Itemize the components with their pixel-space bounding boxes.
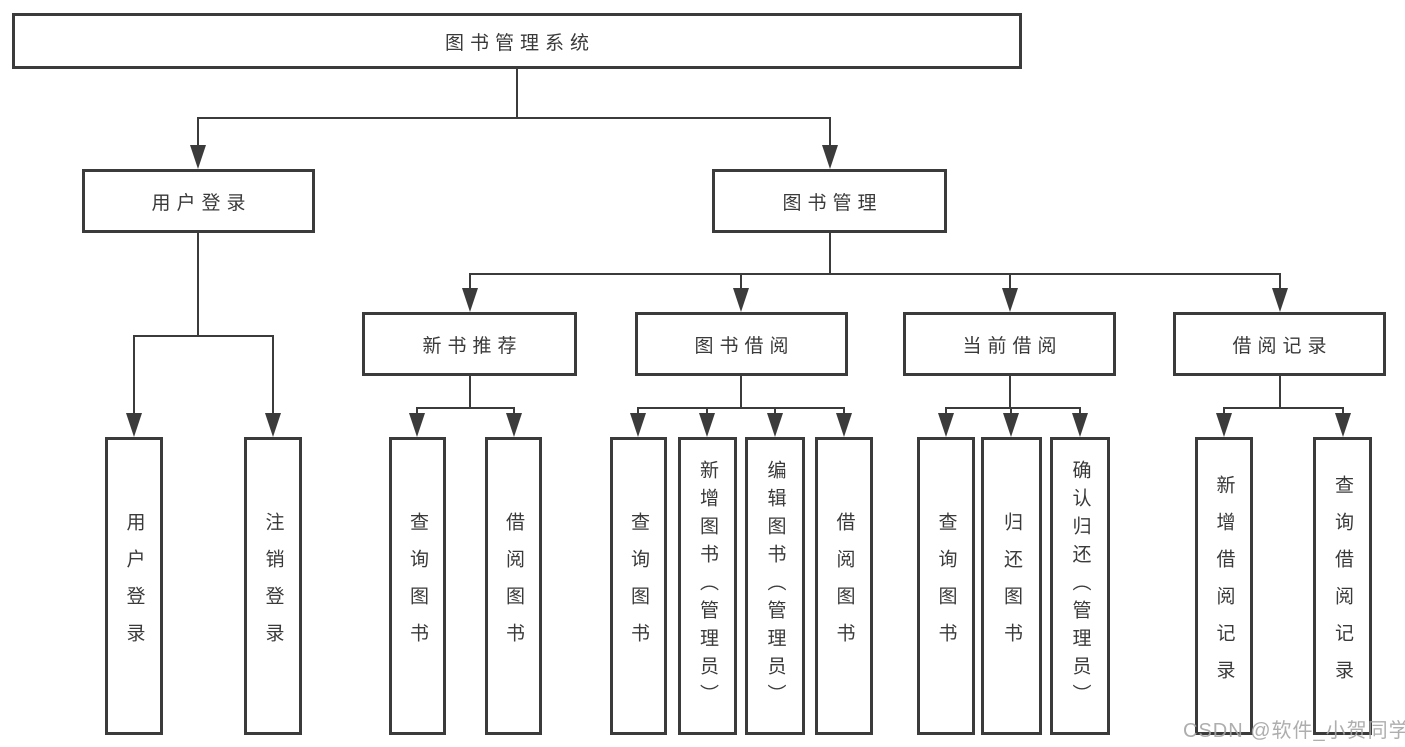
connector-line	[637, 407, 639, 416]
node-label: 查询图书	[628, 512, 649, 660]
connector-line	[1009, 376, 1011, 409]
connector-line	[774, 407, 776, 416]
connector-line	[197, 233, 199, 337]
leaf-borrow-books-recommend: 借阅图书	[485, 437, 542, 735]
connector-line	[637, 407, 845, 409]
node-book-management: 图书管理	[712, 169, 947, 233]
connector-line	[945, 407, 947, 416]
leaf-add-borrow-record: 新增借阅记录	[1195, 437, 1253, 735]
connector-line	[740, 273, 742, 291]
node-library-system: 图书管理系统	[12, 13, 1022, 69]
leaf-edit-books-admin: 编辑图书（管理员）	[745, 437, 805, 735]
node-label: 编辑图书（管理员）	[764, 460, 786, 712]
node-label: 借阅记录	[1232, 335, 1333, 357]
arrow-down-icon	[126, 413, 142, 437]
connector-line	[416, 407, 515, 409]
arrow-down-icon	[822, 145, 838, 169]
node-borrow-records: 借阅记录	[1173, 312, 1386, 376]
node-label: 新书推荐	[422, 335, 523, 357]
connector-line	[197, 117, 831, 119]
node-label: 用户登录	[123, 512, 145, 660]
leaf-return-books: 归还图书	[981, 437, 1042, 735]
arrow-down-icon	[190, 145, 206, 169]
arrow-down-icon	[265, 413, 281, 437]
node-book-borrow: 图书借阅	[635, 312, 848, 376]
connector-line	[740, 376, 742, 409]
connector-line	[469, 376, 471, 409]
connector-line	[133, 335, 274, 337]
node-label: 查询图书	[407, 512, 428, 660]
arrow-down-icon	[1216, 413, 1232, 437]
connector-line	[843, 407, 845, 416]
node-label: 图书管理	[782, 192, 883, 214]
connector-line	[416, 407, 418, 416]
node-label: 图书借阅	[694, 335, 795, 357]
node-new-book-recommend: 新书推荐	[362, 312, 577, 376]
node-label: 查询图书	[935, 512, 957, 660]
watermark: CSDN @软件_小贺同学	[1183, 720, 1405, 742]
arrow-down-icon	[767, 413, 783, 437]
connector-line	[272, 335, 274, 416]
node-label: 注销登录	[262, 512, 284, 660]
node-user-login: 用户登录	[82, 169, 315, 233]
connector-line	[1279, 376, 1281, 409]
leaf-confirm-return-admin: 确认归还（管理员）	[1050, 437, 1110, 735]
node-label: 当前借阅	[962, 335, 1063, 357]
connector-line	[516, 69, 518, 118]
node-label: 归还图书	[1001, 512, 1022, 660]
leaf-add-books-admin: 新增图书（管理员）	[678, 437, 737, 735]
arrow-down-icon	[699, 413, 715, 437]
arrow-down-icon	[462, 288, 478, 312]
connector-line	[513, 407, 515, 416]
arrow-down-icon	[409, 413, 425, 437]
node-label: 借阅图书	[503, 512, 524, 660]
connector-line	[1079, 407, 1081, 416]
node-label: 图书管理系统	[444, 32, 595, 54]
arrow-down-icon	[1003, 413, 1019, 437]
leaf-query-books-borrow: 查询图书	[610, 437, 667, 735]
arrow-down-icon	[1335, 413, 1351, 437]
arrow-down-icon	[1272, 288, 1288, 312]
arrow-down-icon	[1002, 288, 1018, 312]
connector-line	[1223, 407, 1343, 409]
connector-line	[945, 407, 1081, 409]
connector-line	[1223, 407, 1225, 416]
arrow-down-icon	[836, 413, 852, 437]
connector-line	[469, 273, 471, 291]
connector-line	[829, 117, 831, 151]
arrow-down-icon	[733, 288, 749, 312]
connector-line	[1009, 273, 1011, 291]
leaf-borrow-books: 借阅图书	[815, 437, 873, 735]
connector-line	[1342, 407, 1344, 416]
node-label: 借阅图书	[833, 512, 855, 660]
connector-line	[133, 335, 135, 416]
arrow-down-icon	[506, 413, 522, 437]
arrow-down-icon	[938, 413, 954, 437]
connector-line	[469, 273, 1281, 275]
node-label: 新增图书（管理员）	[697, 460, 718, 712]
arrow-down-icon	[630, 413, 646, 437]
connector-line	[1279, 273, 1281, 291]
leaf-query-books-recommend: 查询图书	[389, 437, 446, 735]
node-label: 确认归还（管理员）	[1069, 460, 1091, 712]
connector-line	[1010, 407, 1012, 416]
leaf-logout-login: 注销登录	[244, 437, 302, 735]
leaf-user-login: 用户登录	[105, 437, 163, 735]
leaf-query-borrow-record: 查询借阅记录	[1313, 437, 1372, 735]
node-current-borrow: 当前借阅	[903, 312, 1116, 376]
leaf-query-books-current: 查询图书	[917, 437, 975, 735]
node-label: 查询借阅记录	[1332, 475, 1353, 697]
arrow-down-icon	[1072, 413, 1088, 437]
node-label: 用户登录	[151, 192, 252, 214]
connector-line	[706, 407, 708, 416]
connector-line	[829, 233, 831, 275]
node-label: 新增借阅记录	[1213, 475, 1235, 697]
connector-line	[197, 117, 199, 151]
